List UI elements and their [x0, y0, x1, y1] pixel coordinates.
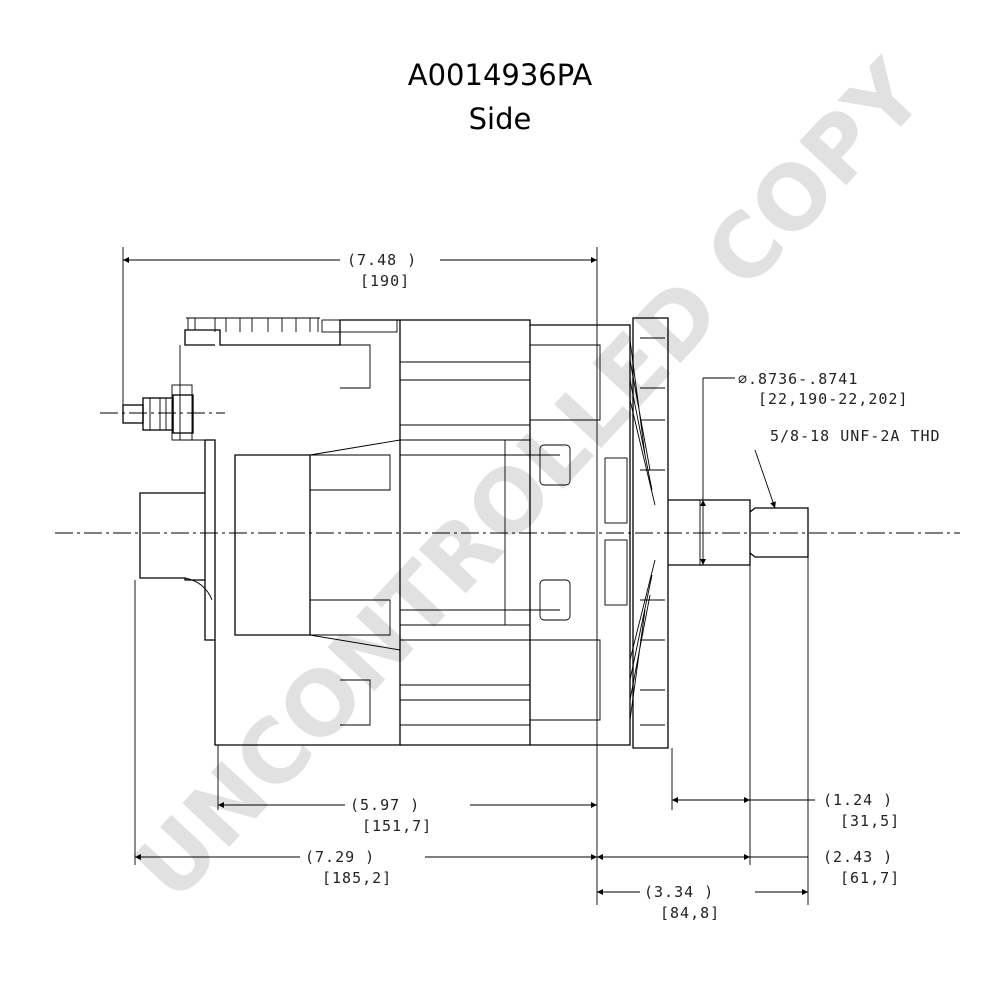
dim-rear-to-flange-inch: (7.29 ) [305, 848, 375, 866]
dim-overall-mm: [190] [360, 272, 410, 290]
dim-rear-to-flange-mm: [185,2] [322, 869, 392, 887]
extension-lines [122, 247, 809, 905]
terminal-stud [122, 394, 194, 434]
view-title: Side [468, 102, 532, 136]
dim-thread-callout: 5/8-18 UNF-2A THD [770, 427, 941, 445]
dim-flange-to-end-mm: [84,8] [660, 904, 720, 922]
dim-body-length-inch: (5.97 ) [350, 796, 420, 814]
dim-shaft-diameter-mm: [22,190-22,202] [758, 390, 908, 408]
dim-shaft-diameter-inch: ∅.8736-.8741 [738, 370, 858, 388]
dim-shaft-long-inch: (2.43 ) [823, 848, 893, 866]
dim-shaft-short-mm: [31,5] [840, 812, 900, 830]
alternator-body [122, 317, 809, 749]
dim-overall-inch: (7.48 ) [347, 251, 417, 269]
dim-body-length-mm: [151,7] [362, 817, 432, 835]
dim-shaft-long-mm: [61,7] [840, 869, 900, 887]
dim-flange-to-end-inch: (3.34 ) [644, 883, 714, 901]
dim-shaft-short-inch: (1.24 ) [823, 791, 893, 809]
dimension-lines [123, 257, 815, 895]
part-number-title: A0014936PA [407, 58, 593, 92]
